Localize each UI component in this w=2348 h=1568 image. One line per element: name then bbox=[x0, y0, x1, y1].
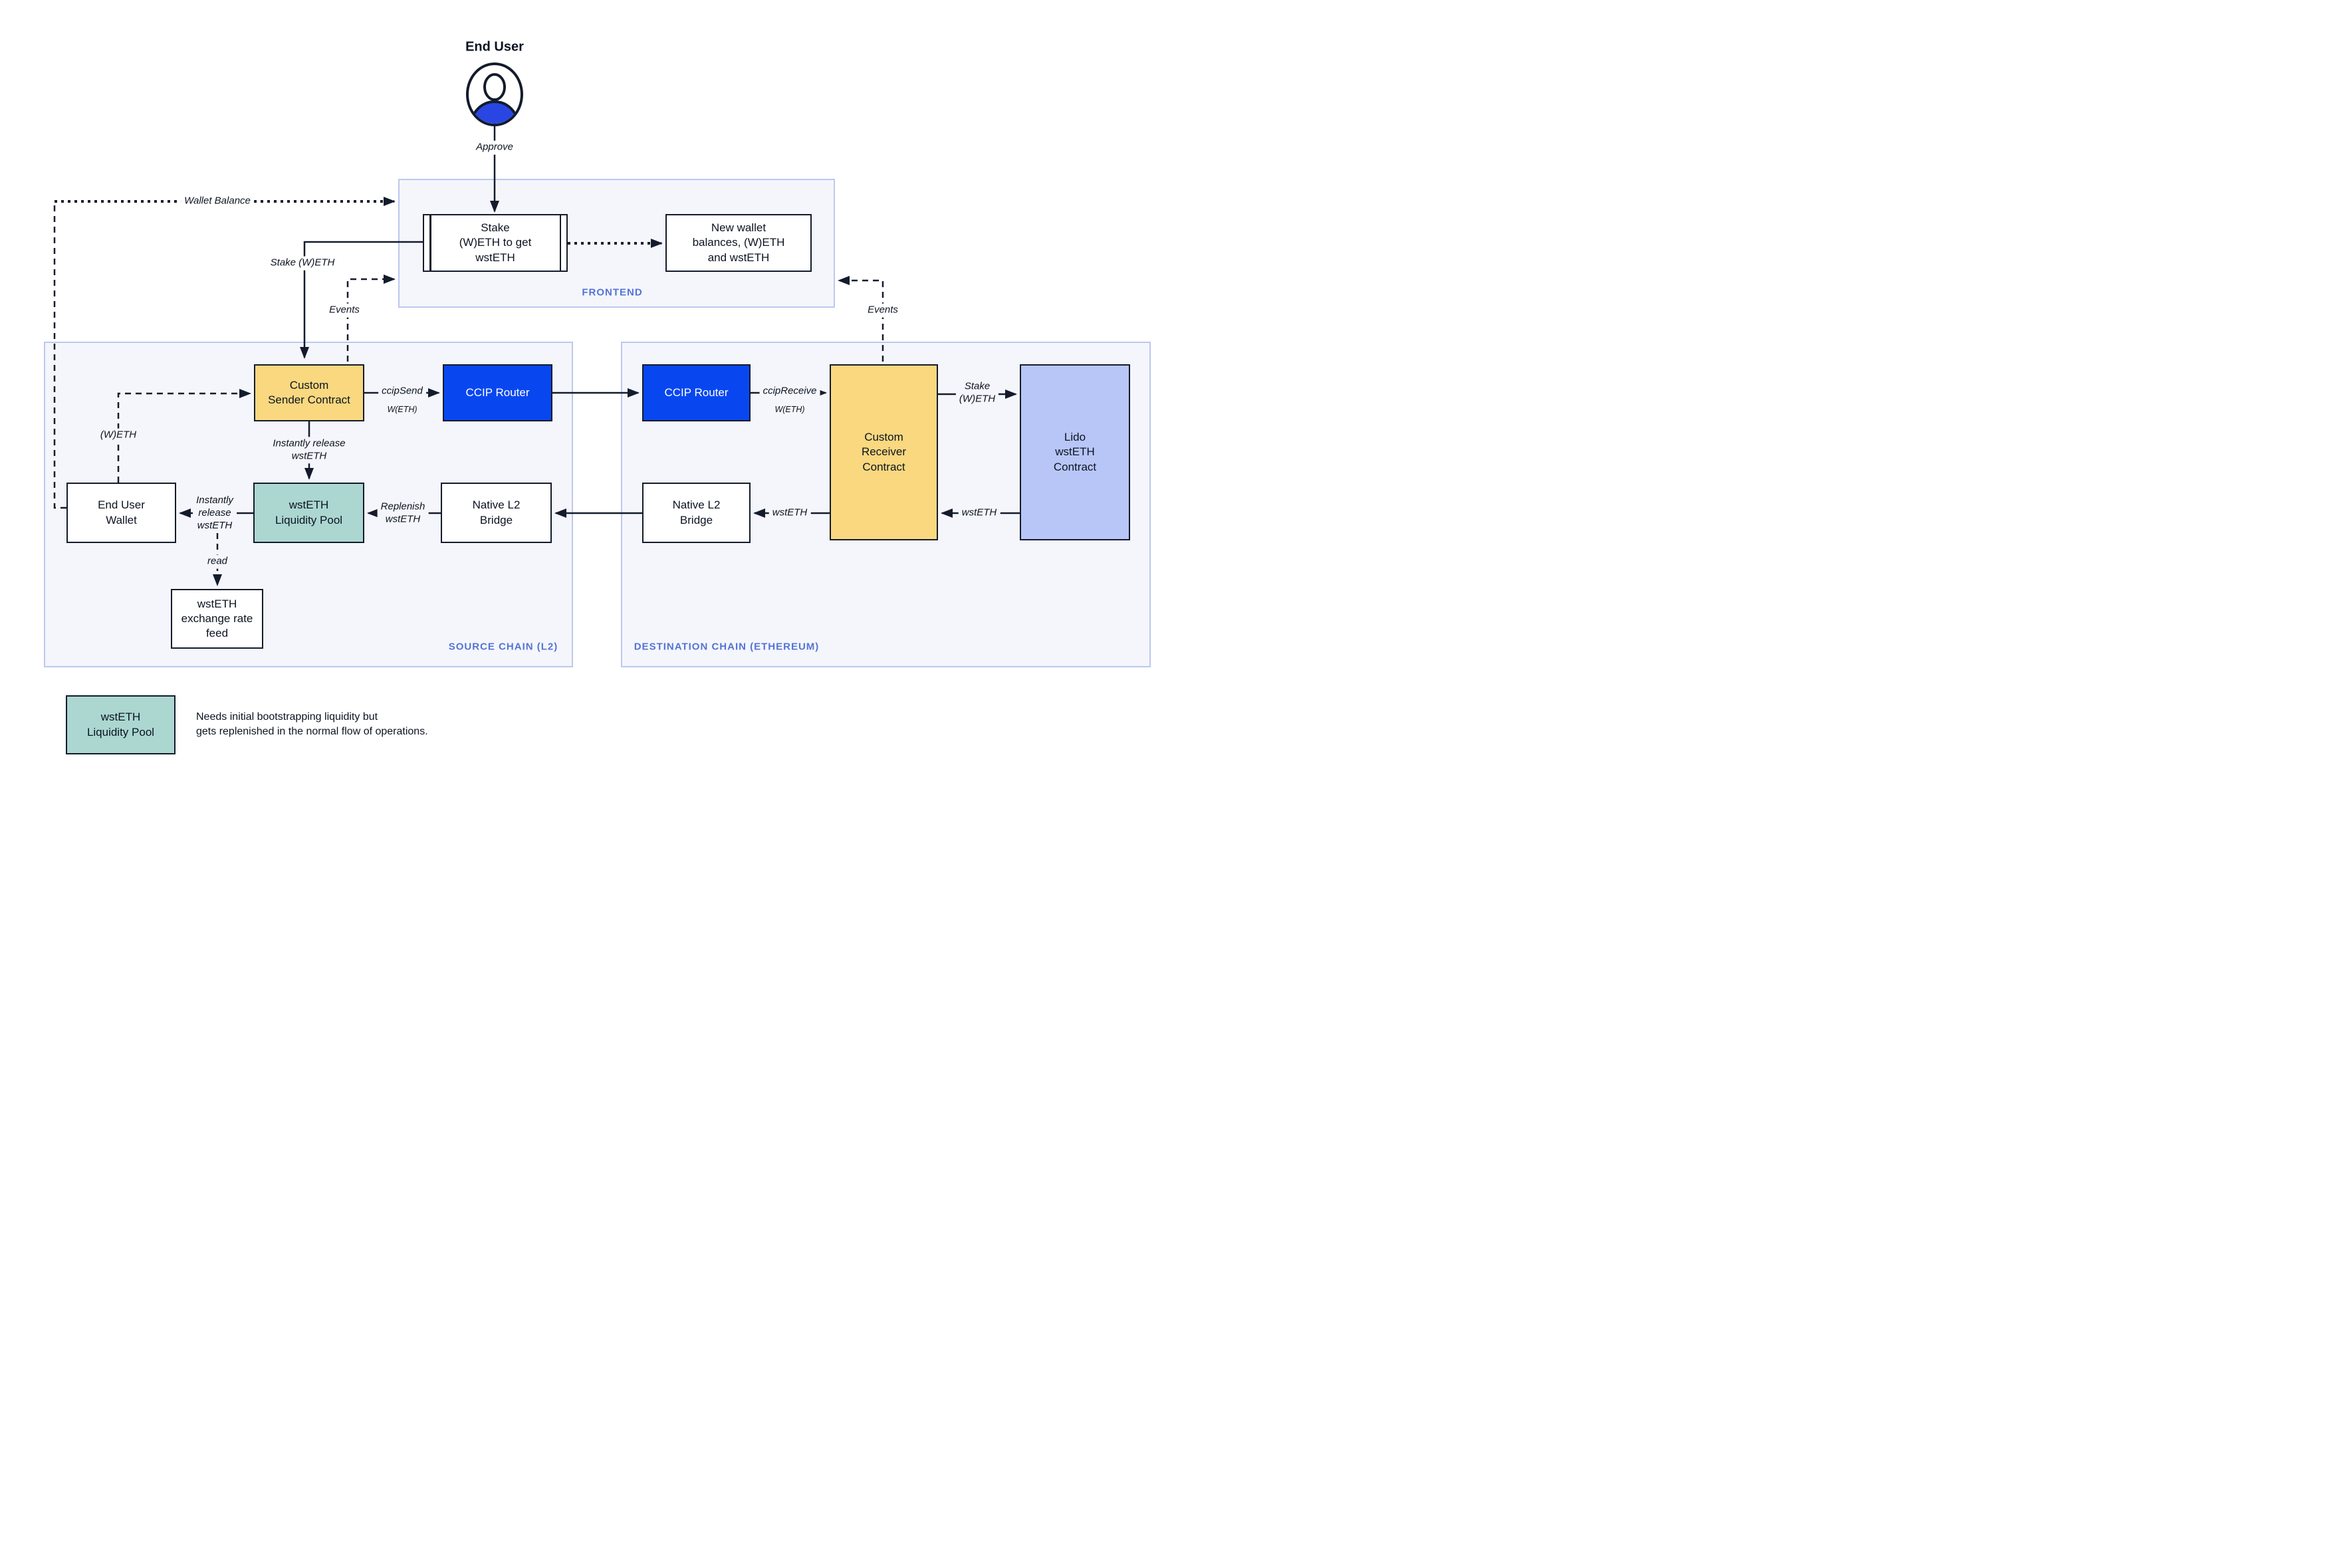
wsteth-from-lido-label: wstETH bbox=[958, 506, 1000, 520]
lido-wsteth-contract: Lido wstETH Contract bbox=[1020, 364, 1130, 540]
end-user-wallet: End User Wallet bbox=[66, 483, 176, 543]
new-wallet-balances-box: New wallet balances, (W)ETH and wstETH bbox=[665, 214, 812, 272]
instantly-release-wallet-label: Instantly release wstETH bbox=[193, 493, 237, 533]
ccip-send-label: ccipSend bbox=[378, 384, 426, 399]
instantly-release-label: Instantly release wstETH bbox=[269, 437, 349, 463]
wallet-balance-label: Wallet Balance bbox=[181, 194, 254, 209]
legend-wsteth-liquidity-pool: wstETH Liquidity Pool bbox=[66, 695, 176, 754]
diagram-canvas: FRONTEND SOURCE CHAIN (L2) DESTINATION C… bbox=[0, 0, 1174, 784]
ccip-router-destination: CCIP Router bbox=[642, 364, 751, 421]
wsteth-to-bridge-label: wstETH bbox=[768, 506, 811, 520]
read-label: read bbox=[203, 554, 231, 569]
end-user-title: End User bbox=[465, 39, 524, 55]
destination-chain-label: DESTINATION CHAIN (ETHEREUM) bbox=[634, 641, 820, 653]
ccip-receive-label: ccipReceive bbox=[759, 384, 820, 399]
wsteth-exchange-rate-feed: wstETH exchange rate feed bbox=[171, 589, 263, 649]
ccip-router-source: CCIP Router bbox=[443, 364, 552, 421]
stake-box: Stake (W)ETH to get wstETH bbox=[423, 214, 568, 272]
frontend-label: FRONTEND bbox=[582, 286, 643, 298]
custom-receiver-contract: Custom Receiver Contract bbox=[830, 364, 938, 540]
stake-weth-label: Stake (W)ETH bbox=[267, 256, 338, 271]
events-right-label: Events bbox=[864, 303, 901, 318]
stake-weth-lido-label: Stake (W)ETH bbox=[955, 380, 999, 406]
ccip-receive-token-label: W(ETH) bbox=[774, 405, 805, 415]
custom-sender-contract: Custom Sender Contract bbox=[254, 364, 364, 421]
wsteth-liquidity-pool: wstETH Liquidity Pool bbox=[253, 483, 364, 543]
approve-label: Approve bbox=[473, 140, 517, 155]
legend-note: Needs initial bootstrapping liquidity bu… bbox=[196, 711, 428, 738]
ccip-send-token-label: W(ETH) bbox=[387, 405, 417, 415]
native-l2-bridge-destination: Native L2 Bridge bbox=[642, 483, 751, 543]
replenish-label: Replenish wstETH bbox=[377, 500, 429, 526]
end-user-icon bbox=[466, 62, 523, 126]
weth-dashed-label: (W)ETH bbox=[96, 428, 140, 443]
events-left-label: Events bbox=[326, 303, 363, 318]
source-chain-label: SOURCE CHAIN (L2) bbox=[448, 641, 558, 653]
native-l2-bridge-source: Native L2 Bridge bbox=[441, 483, 552, 543]
